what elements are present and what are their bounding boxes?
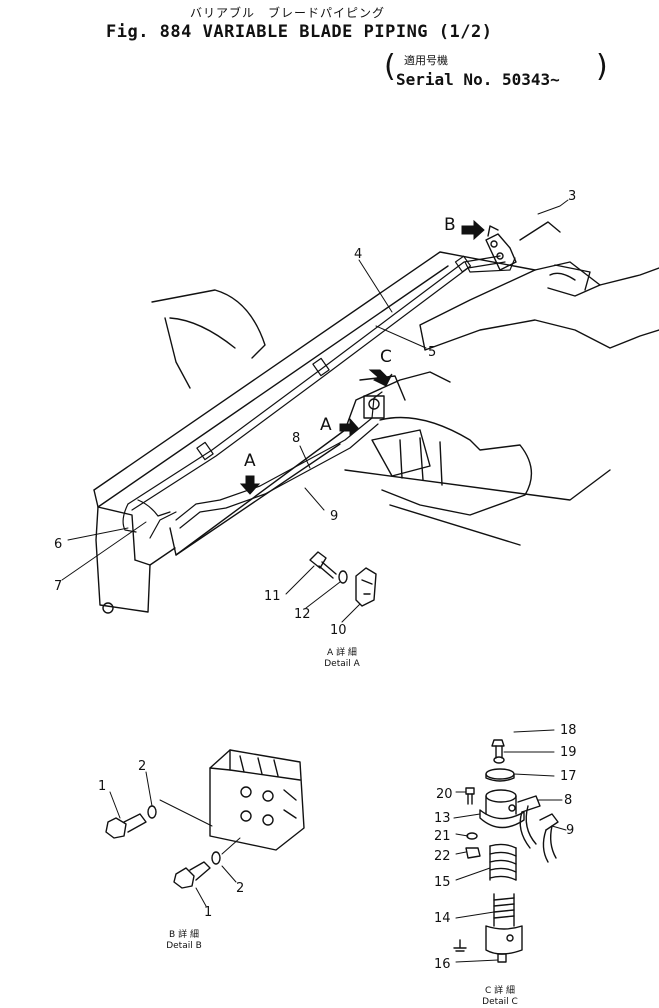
leader-lines-main [61, 199, 569, 581]
pipe-8-9 [149, 391, 383, 539]
caption-detail-b: B 詳 細 Detail B [154, 930, 214, 952]
callout-16: 16 [434, 957, 451, 972]
pipe-clamps [196, 255, 472, 461]
figure-title: Fig. 884 VARIABLE BLADE PIPING (1/2) [106, 22, 493, 42]
callout-2-upper: 2 [138, 759, 146, 774]
arrow-c [368, 369, 393, 387]
callout-7: 7 [54, 579, 62, 594]
serial-open-paren: ( [384, 49, 396, 84]
caption-detail-a: A 詳 細 Detail A [312, 648, 372, 670]
detail-c-parts [453, 739, 559, 963]
callout-3: 3 [568, 189, 576, 204]
callout-1-lower: 1 [204, 905, 212, 920]
callout-2-lower: 2 [236, 881, 244, 896]
caption-detail-c: C 詳 細 Detail C [470, 986, 530, 1008]
caption-detail-c-en: Detail C [482, 997, 518, 1007]
callout-12: 12 [294, 607, 311, 622]
caption-detail-c-jp: C 詳 細 [484, 986, 515, 996]
callout-c9: 9 [566, 823, 574, 838]
blade-outline [151, 289, 266, 389]
frame-beam [93, 251, 536, 614]
callout-19: 19 [560, 745, 577, 760]
detail-b-fittings [105, 771, 241, 907]
caption-detail-b-en: Detail B [166, 941, 202, 951]
title-japanese: バリアブル ブレードパイピング [190, 6, 386, 20]
caption-detail-a-en: Detail A [324, 659, 360, 669]
callout-17: 17 [560, 769, 577, 784]
callout-6: 6 [54, 537, 62, 552]
callout-15: 15 [434, 875, 451, 890]
arrow-a-down [239, 475, 261, 495]
arrow-a-right [339, 417, 359, 438]
callout-14: 14 [434, 911, 451, 926]
callout-8: 8 [292, 431, 300, 446]
callout-11: 11 [264, 589, 281, 604]
callout-1-upper: 1 [98, 779, 106, 794]
callout-22: 22 [434, 849, 451, 864]
serial-japanese: 適用号機 [404, 54, 448, 67]
callout-c8: 8 [564, 793, 572, 808]
valve-b [485, 225, 517, 271]
wheel [344, 375, 611, 546]
callout-13: 13 [434, 811, 451, 826]
callout-5: 5 [428, 345, 436, 360]
callout-10: 10 [330, 623, 347, 638]
valve-c [363, 395, 385, 419]
pipe-4-5 [122, 255, 516, 533]
arrow-b [461, 219, 485, 241]
callout-4: 4 [354, 247, 362, 262]
caption-detail-b-jp: B 詳 細 [169, 930, 199, 940]
serial-number: Serial No. 50343~ [396, 70, 560, 89]
caption-detail-a-jp: A 詳 細 [327, 648, 357, 658]
rear-frame [419, 221, 659, 351]
label-a-right: A [320, 415, 332, 435]
label-c: C [380, 347, 392, 367]
label-b: B [444, 215, 456, 235]
callout-21: 21 [434, 829, 451, 844]
serial-close-paren: ) [596, 49, 608, 84]
label-a-down: A [244, 451, 256, 471]
callout-18: 18 [560, 723, 577, 738]
detail-b-valve [209, 749, 305, 851]
detail-c-leaders [453, 729, 567, 963]
callout-9: 9 [330, 509, 338, 524]
callout-20: 20 [436, 787, 453, 802]
detail-a-parts [285, 551, 377, 623]
